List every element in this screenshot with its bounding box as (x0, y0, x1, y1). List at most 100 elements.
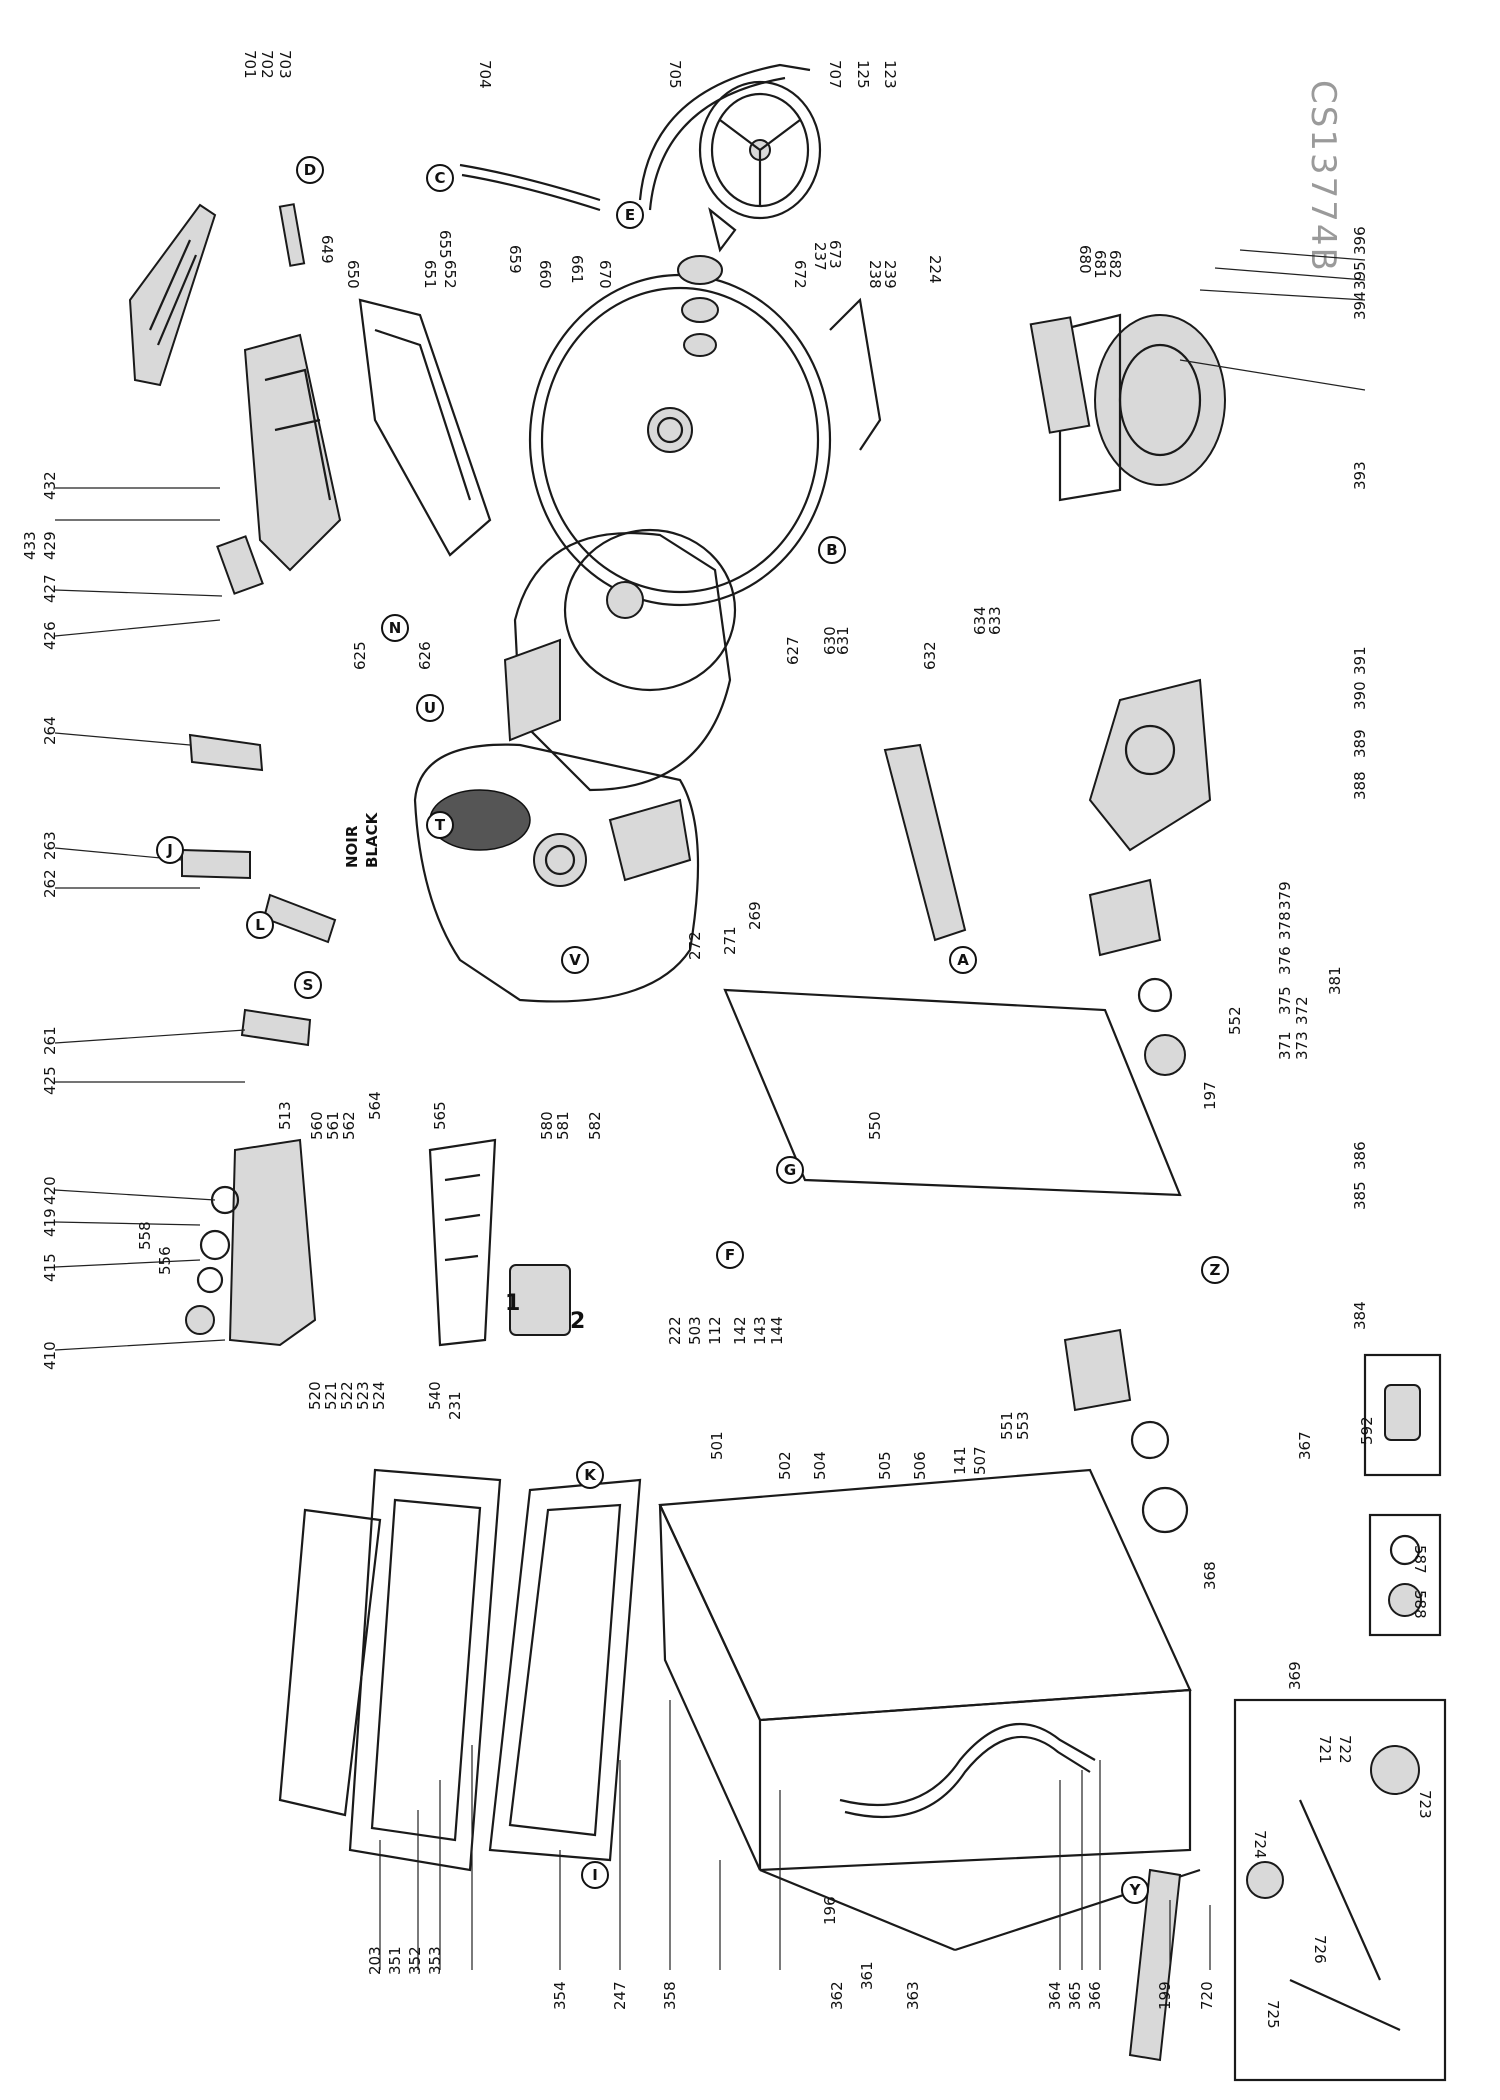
shock-absorber-i (240, 1008, 312, 1047)
ref-262: 262 (41, 869, 59, 898)
svg-text:Y: Y (1129, 1881, 1142, 1899)
ref-588: 588 (1411, 1590, 1429, 1619)
ref-522: 522 (338, 1381, 356, 1410)
ref-354: 354 (551, 1981, 569, 2010)
ref-707: 707 (826, 60, 844, 89)
ref-363: 363 (904, 1981, 922, 2010)
ref-375: 375 (1276, 986, 1294, 1015)
ref-703: 703 (276, 50, 294, 79)
callout-u: U (416, 694, 444, 722)
ref-239: 239 (881, 260, 899, 289)
ref-632: 632 (921, 641, 939, 670)
ref-513: 513 (276, 1101, 294, 1130)
tub-front-half (413, 743, 700, 1003)
ref-562: 562 (340, 1111, 358, 1140)
ref-197: 197 (1201, 1081, 1219, 1110)
drum-pulley (698, 80, 822, 220)
ref-269: 269 (746, 901, 764, 930)
svg-text:I: I (592, 1866, 598, 1884)
ref-625: 625 (351, 641, 369, 670)
ref-521: 521 (322, 1381, 340, 1410)
drawer-cap (216, 535, 264, 595)
ref-376: 376 (1276, 946, 1294, 975)
ref-272: 272 (686, 931, 704, 960)
ref-681: 681 (1091, 250, 1109, 279)
program-timer (509, 1264, 571, 1336)
black-label: BLACK (363, 811, 381, 868)
reference-numbers: 203 351 352 353 354 247 358 362 363 364 … (21, 50, 1434, 2029)
ref-507: 507 (971, 1446, 989, 1475)
ref-580: 580 (538, 1111, 556, 1140)
ref-564: 564 (366, 1091, 384, 1120)
cabinet (658, 1468, 1201, 1952)
heater-element (829, 297, 882, 451)
hose-c (459, 163, 601, 212)
bottom-rail-199 (1128, 1868, 1182, 2062)
ref-224: 224 (926, 255, 944, 284)
ref-144: 144 (768, 1316, 786, 1345)
svg-text:B: B (826, 541, 837, 559)
ref-704: 704 (476, 60, 494, 89)
bearing-stack (677, 207, 737, 357)
ref-682: 682 (1106, 250, 1124, 279)
svg-text:K: K (584, 1466, 597, 1484)
ref-659: 659 (506, 245, 524, 274)
ref-550: 550 (866, 1111, 884, 1140)
ref-237: 237 (811, 242, 829, 271)
ref-384: 384 (1351, 1301, 1369, 1330)
callout-i: I (581, 1861, 609, 1889)
ref-365: 365 (1066, 1981, 1084, 2010)
ref-415: 415 (41, 1253, 59, 1282)
ref-432: 432 (41, 471, 59, 500)
ref-263: 263 (41, 831, 59, 860)
callout-d: D (296, 156, 324, 184)
callout-circles: A B C D E F G I (156, 156, 1229, 1904)
callout-j: J (156, 836, 184, 864)
ref-723: 723 (1416, 1790, 1434, 1819)
svg-text:A: A (957, 951, 969, 969)
pcb-board (428, 1138, 497, 1347)
pump-housing-b (1063, 1328, 1189, 1534)
ref-649: 649 (318, 235, 336, 264)
ref-247: 247 (611, 1981, 629, 2010)
ref-390: 390 (1351, 681, 1369, 710)
ref-371: 371 (1276, 1031, 1294, 1060)
ref-721: 721 (1316, 1735, 1334, 1764)
ref-353: 353 (426, 1946, 444, 1975)
callout-g: G (776, 1156, 804, 1184)
ref-419: 419 (41, 1208, 59, 1237)
ref-395: 395 (1351, 261, 1369, 290)
svg-text:U: U (424, 699, 436, 717)
ref-626: 626 (416, 641, 434, 670)
door-outer-frame (348, 1468, 502, 1872)
ref-425: 425 (41, 1066, 59, 1095)
ref-393: 393 (1351, 461, 1369, 490)
ref-720: 720 (1198, 1981, 1216, 2010)
ref-540: 540 (426, 1381, 444, 1410)
ref-660: 660 (536, 260, 554, 289)
ref-504: 504 (811, 1451, 829, 1480)
callout-b: B (818, 536, 846, 564)
ref-556: 556 (156, 1246, 174, 1275)
ref-433: 433 (21, 531, 39, 560)
ref-524: 524 (370, 1381, 388, 1410)
ref-373: 373 (1293, 1031, 1311, 1060)
ref-631: 631 (834, 626, 852, 655)
drive-belt (638, 63, 811, 211)
ref-627: 627 (784, 636, 802, 665)
ref-271: 271 (721, 926, 739, 955)
callout-y: Y (1121, 1876, 1149, 1904)
svg-text:L: L (255, 916, 265, 934)
ref-501: 501 (708, 1431, 726, 1460)
ref-386: 386 (1351, 1141, 1369, 1170)
ref-561: 561 (324, 1111, 342, 1140)
detergent-drawer-front (128, 203, 217, 387)
ref-394: 394 (1351, 291, 1369, 320)
callout-a: A (949, 946, 977, 974)
ref-123: 123 (881, 60, 899, 89)
svg-text:E: E (625, 206, 635, 224)
pump-support (1088, 678, 1212, 852)
ref-724: 724 (1251, 1830, 1269, 1859)
drain-pump (1088, 878, 1186, 1076)
